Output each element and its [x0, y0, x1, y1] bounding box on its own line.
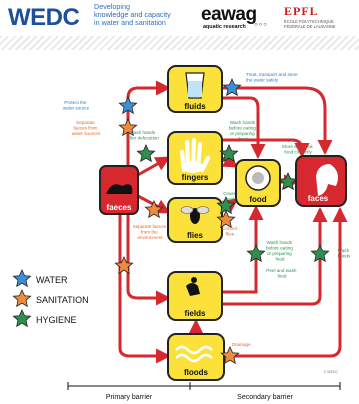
node-label: fluids — [184, 102, 206, 111]
node-label: faces — [308, 194, 329, 203]
node-food: food — [235, 159, 281, 207]
node-faeces: faeces — [99, 165, 139, 215]
person-squatting-icon — [186, 283, 200, 296]
epfl-logo: EPFL ÉCOLE POLYTECHNIQUE FÉDÉRALE DE LAU… — [282, 3, 342, 33]
node-label: faeces — [107, 203, 132, 212]
node-label: food — [249, 195, 266, 204]
sanitation-star-icon — [114, 256, 134, 274]
node-fields: fields — [167, 271, 223, 321]
water-star-icon — [12, 269, 32, 287]
node-fluids: fluids — [167, 65, 223, 113]
annot-wash-before-food-1: Wash hands before eating or preparing fo… — [229, 120, 257, 142]
node-flies: flies — [167, 197, 223, 243]
hygiene-star-icon — [12, 309, 32, 327]
node-faces: faces — [295, 155, 347, 207]
node-label: flies — [187, 231, 204, 240]
wedc-logo: WEDC — [8, 4, 80, 31]
annotations: Protect the water source Separate faeces… — [63, 72, 351, 347]
barrier-bar — [67, 382, 341, 390]
annot-cover-food: Cover food — [223, 191, 237, 202]
arrow-faeces-fingers — [134, 156, 171, 178]
annot-control-flies: Control flies — [222, 226, 238, 237]
stars — [114, 78, 330, 364]
wedc-tagline-line: Developing — [94, 2, 130, 11]
node-label: fields — [185, 309, 206, 318]
annot-separate-env: Separate faeces from the environment — [133, 224, 168, 240]
waves-icon — [175, 345, 213, 363]
arrow-fields-faces — [220, 207, 328, 306]
annot-treat-store: Treat, transport and store the water saf… — [246, 72, 299, 83]
epfl-subtitle-line: FÉDÉRALE DE LAUSANNE — [284, 24, 336, 29]
arrow-fluids-food — [220, 96, 266, 159]
water-star-icon — [222, 78, 242, 96]
legend: WATER SANITATION HYGIENE — [12, 269, 89, 327]
sanitation-star-icon — [12, 289, 32, 307]
eawag-logo: eawag — [201, 4, 257, 25]
epfl-subtitle-line: ÉCOLE POLYTECHNIQUE — [284, 19, 334, 24]
node-label: fingers — [182, 173, 209, 182]
legend-water: WATER — [36, 275, 68, 285]
annot-separate-sources: Separate faeces from water sources — [72, 120, 101, 136]
annot-store-cook: Store and cook food correctly — [282, 144, 314, 155]
eawag-dots-icon: ○○○ — [254, 22, 268, 28]
header-logos: WEDC Developing knowledge and capacity i… — [0, 0, 359, 34]
primary-barrier-label: Primary barrier — [106, 394, 153, 401]
wedc-tagline-line: in water and sanitation — [94, 18, 166, 28]
hygiene-star-icon — [278, 172, 298, 190]
annot-wash-after-defecation: Wash hands after defecation — [127, 130, 159, 141]
secondary-barrier-label: Secondary barrier — [237, 394, 293, 401]
annot-drainage: Drainage — [232, 342, 251, 347]
epfl-mark: EPFL — [284, 4, 319, 18]
faeces-icon — [106, 184, 133, 194]
hygiene-star-icon — [136, 144, 156, 162]
header-divider-hatch — [0, 36, 359, 50]
credit: © WEDC — [324, 370, 339, 374]
annot-wash-hands: Wash hands — [338, 248, 351, 259]
wedc-tagline: Developing knowledge and capacity in wat… — [94, 2, 184, 28]
legend-hygiene: HYGIENE — [36, 315, 77, 325]
annot-protect-source: Protect the water source — [63, 100, 90, 111]
hand-icon — [179, 137, 211, 173]
arrow-fingers-faces — [220, 138, 310, 158]
arrow-faeces-fields — [126, 210, 171, 306]
node-label: floods — [184, 368, 209, 377]
fly-icon — [190, 208, 200, 224]
arrow-faeces-floods — [118, 210, 171, 364]
annot-peel-wash: Peel and wash food — [266, 268, 297, 279]
eawag-subtitle: aquatic research — [203, 24, 246, 30]
node-fingers: fingers — [167, 131, 223, 185]
annot-wash-before-food-2: Wash hands before eating or preparing fo… — [266, 240, 294, 262]
arrow-fields-food — [220, 205, 264, 294]
face-icon — [316, 164, 338, 196]
legend-sanitation: SANITATION — [36, 295, 89, 305]
arrow-floods-faces — [222, 207, 348, 358]
node-floods: floods — [167, 333, 225, 381]
arrow-fluids-faces — [222, 86, 333, 155]
sanitation-star-icon — [144, 200, 164, 218]
wedc-tagline-line: knowledge and capacity — [94, 10, 171, 20]
epfl-subtitle: ÉCOLE POLYTECHNIQUE FÉDÉRALE DE LAUSANNE — [284, 19, 344, 29]
